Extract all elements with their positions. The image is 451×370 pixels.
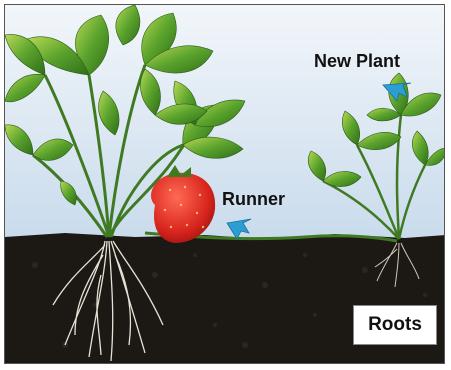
new-plant-label: New Plant [314,51,400,72]
roots-label: Roots [368,314,422,336]
runner-label: Runner [222,189,285,210]
diagram-frame: New Plant Runner Roots [4,4,445,364]
roots-label-box: Roots [353,305,437,345]
